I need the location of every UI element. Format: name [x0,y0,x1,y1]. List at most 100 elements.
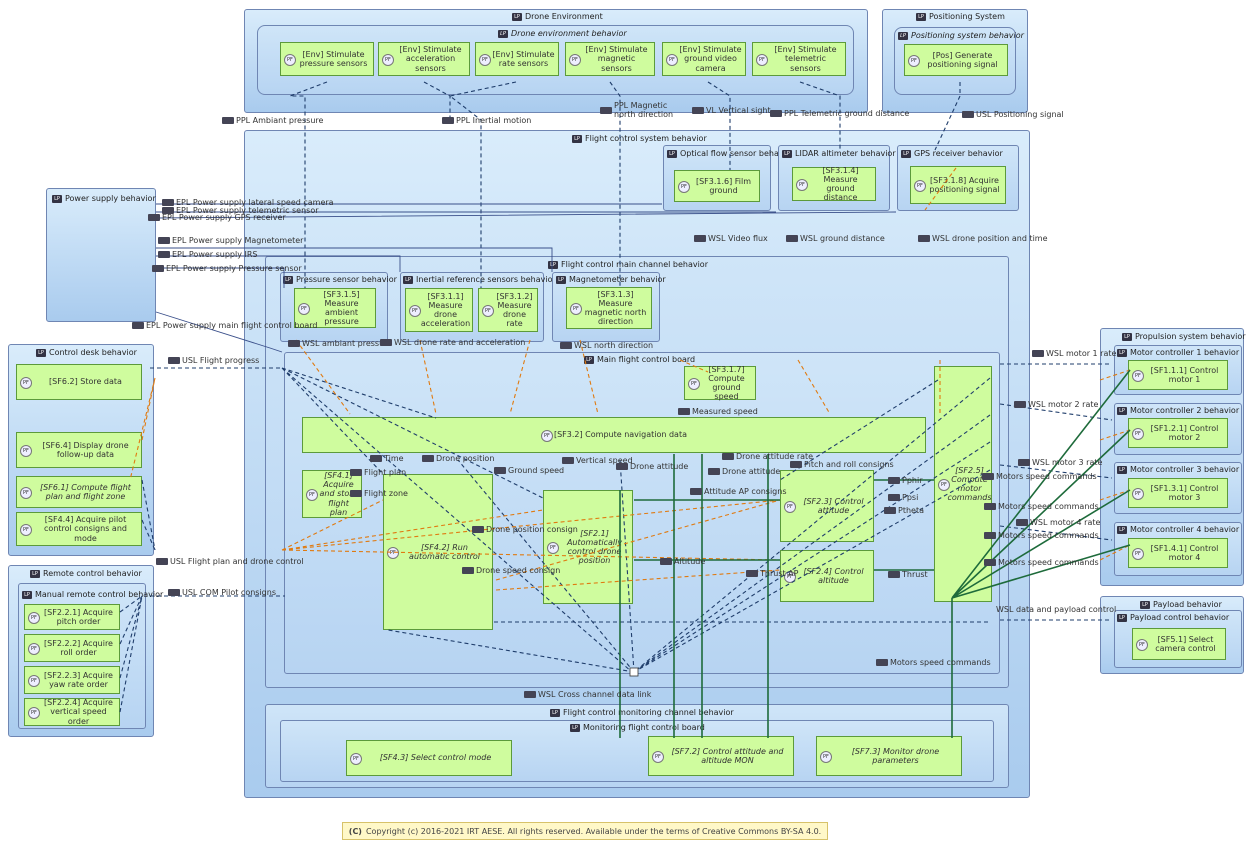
fn-sf316[interactable]: PF[SF3.1.6] Film ground [674,170,760,202]
label-usl-com[interactable]: USL COM Pilot consigns [168,588,276,597]
fn-env-video[interactable]: PF[Env] Stimulate ground video camera [662,42,746,76]
fn-sf317[interactable]: PF[SF3.1.7] Compute ground speed [684,365,756,401]
label-drone-attitude-rate[interactable]: Drone attitude rate [722,452,813,461]
label-ppl-telemetric[interactable]: PPL Telemetric ground distance [770,109,909,118]
label-pphir[interactable]: Pphir [888,476,922,485]
label-msc-1[interactable]: Motors speed commands [982,472,1097,481]
label-drone-speed-consign[interactable]: Drone speed consign [462,566,560,575]
fn-sf23[interactable]: PF[SF2.3] Control attitude [780,470,874,542]
label-wsl-m4[interactable]: WSL motor 4 rate [1016,518,1100,527]
label-time[interactable]: Time [370,454,404,463]
fn-sf224[interactable]: PF[SF2.2.4] Acquire vertical speed order [24,698,120,726]
fn-sf313[interactable]: PF[SF3.1.3] Measure magnetic north direc… [566,287,652,329]
fn-env-acceleration[interactable]: PF[Env] Stimulate acceleration sensors [378,42,470,76]
fn-sf121[interactable]: PF[SF1.2.1] Control motor 2 [1128,418,1228,448]
label-wsl-cross[interactable]: WSL Cross channel data link [524,690,651,699]
label-thrust[interactable]: Thrust [888,570,928,579]
fn-sf111[interactable]: PF[SF1.1.1] Control motor 1 [1128,360,1228,390]
label-usl-positioning[interactable]: USL Positioning signal [962,110,1064,119]
label-msc-5[interactable]: Motors speed commands [876,658,991,667]
fn-sf221[interactable]: PF[SF2.2.1] Acquire pitch order [24,604,120,630]
label-epl-mag[interactable]: EPL Power supply Magnetometer [158,236,303,245]
fn-sf131[interactable]: PF[SF1.3.1] Control motor 3 [1128,478,1228,508]
label-wsl-video[interactable]: WSL Video flux [694,234,768,243]
label-wsl-ambiant[interactable]: WSL ambiant pressure [288,339,392,348]
fn-sf42[interactable]: PF[SF4.2] Run automatic control [383,474,493,630]
fn-env-telemetric[interactable]: PF[Env] Stimulate telemetric sensors [752,42,846,76]
fn-sf141[interactable]: PF[SF1.4.1] Control motor 4 [1128,538,1228,568]
label-msc-4[interactable]: Motors speed commands [984,558,1099,567]
label-wsl-m2[interactable]: WSL motor 2 rate [1014,400,1098,409]
function-icon: PF [1132,488,1144,500]
label-drone-position[interactable]: Drone position [422,454,494,463]
label-wsl-rate[interactable]: WSL drone rate and acceleration [380,338,525,347]
fn-pos-generate[interactable]: PF[Pos] Generate positioning signal [904,44,1008,76]
label-wsl-m1[interactable]: WSL motor 1 rate [1032,349,1116,358]
fn-sf222[interactable]: PF[SF2.2.2] Acquire roll order [24,634,120,662]
label-epl-lateral[interactable]: EPL Power supply lateral speed camera [162,198,334,207]
label-thrust-ap[interactable]: Thrust AP [746,569,798,578]
fn-sf24[interactable]: PF[SF2.4] Control altitude [780,550,874,602]
power-supply-box[interactable] [46,188,156,322]
fn-sf61[interactable]: PF[SF6.1] Compute flight plan and flight… [16,476,142,508]
label-attitude-ap[interactable]: Attitude AP consigns [690,487,787,496]
label-epl-irs[interactable]: EPL Power supply IRS [158,250,258,259]
fn-sf315[interactable]: PF[SF3.1.5] Measure ambient pressure [294,288,376,328]
fn-sf311[interactable]: PF[SF3.1.1] Measure drone acceleration [405,288,473,332]
fn-sf41[interactable]: PF[SF4.1] Acquire and store flight plan [302,470,362,518]
fn-sf32[interactable]: PF[SF3.2] Compute navigation data [302,417,926,453]
label-ppl-magnetic[interactable]: PPL Magnetic north direction [600,101,686,120]
label-wsl-north[interactable]: WSL north direction [560,341,653,350]
label-epl-telemetric[interactable]: EPL Power supply telemetric sensor [162,206,319,215]
label-epl-pressure[interactable]: EPL Power supply Pressure sensor [152,264,302,273]
fn-sf44[interactable]: PF[SF4.4] Acquire pilot control consigns… [16,512,142,546]
label-ppl-ambiant[interactable]: PPL Ambiant pressure [222,116,323,125]
fn-sf223[interactable]: PF[SF2.2.3] Acquire yaw rate order [24,666,120,694]
fn-sf72[interactable]: PF[SF7.2] Control attitude and altitude … [648,736,794,776]
label-ptheta[interactable]: Ptheta [884,506,924,515]
label-drone-attitude-2[interactable]: Drone attitude [708,467,780,476]
label-vertical-speed[interactable]: Vertical speed [562,456,633,465]
fn-sf314[interactable]: PF[SF3.1.4] Measure ground distance [792,166,876,202]
label-ppsi[interactable]: Ppsi [888,493,918,502]
label-flight-zone[interactable]: Flight zone [350,489,408,498]
label-vl-vertical[interactable]: VL Vertical sight [692,106,771,115]
fn-sf318[interactable]: PF[SF3.1.8] Acquire positioning signal [910,166,1006,204]
label-ppl-inertial[interactable]: PPL Inertial motion [442,116,531,125]
label-wsl-payload[interactable]: WSL data and payload control [996,605,1117,614]
fn-env-magnetic[interactable]: PF[Env] Stimulate magnetic sensors [565,42,655,76]
fn-sf21[interactable]: PF[SF2.1] Automatically control drone po… [543,490,633,604]
label-ground-speed[interactable]: Ground speed [494,466,564,475]
label-wsl-gps[interactable]: WSL drone position and time [918,234,1048,243]
fn-sf64[interactable]: PF[SF6.4] Display drone follow-up data [16,432,142,468]
label-flight-plan[interactable]: Flight plan [350,468,406,477]
label-drone-pos-consign[interactable]: Drone position consign [472,525,578,534]
label-epl-main[interactable]: EPL Power supply main flight control boa… [132,321,318,330]
fn-sf43[interactable]: PF[SF4.3] Select control mode [346,740,512,776]
fn-sf73[interactable]: PF[SF7.3] Monitor drone parameters [816,736,962,776]
fn-sf51[interactable]: PF[SF5.1] Select camera control [1132,628,1226,660]
label-usl-plan[interactable]: USL Flight plan and drone control [156,557,304,566]
label-usl-progress[interactable]: USL Flight progress [168,356,259,365]
label-altitude[interactable]: Altitude [660,557,705,566]
label-msc-2[interactable]: Motors speed commands [984,502,1099,511]
label-epl-gps[interactable]: EPL Power supply GPS receiver [148,213,286,222]
fn-sf25[interactable]: PF[SF2.5] Compute motor commands [934,366,992,602]
label-wsl-m3[interactable]: WSL motor 3 rate [1018,458,1102,467]
label-drone-attitude-1[interactable]: Drone attitude [616,462,688,471]
link-desk-data [129,377,156,481]
fn-sf62[interactable]: PF[SF6.2] Store data [16,364,142,400]
fn-env-pressure[interactable]: PF[Env] Stimulate pressure sensors [280,42,374,76]
label-msc-3[interactable]: Motors speed commands [984,531,1099,540]
label-pitch-roll[interactable]: Pitch and roll consigns [790,460,894,469]
label-measured-speed[interactable]: Measured speed [678,407,758,416]
fn-sf312[interactable]: PF[SF3.1.2] Measure drone rate [478,288,538,332]
label-wsl-ground[interactable]: WSL ground distance [786,234,885,243]
fn-env-rate[interactable]: PF[Env] Stimulate rate sensors [475,42,559,76]
